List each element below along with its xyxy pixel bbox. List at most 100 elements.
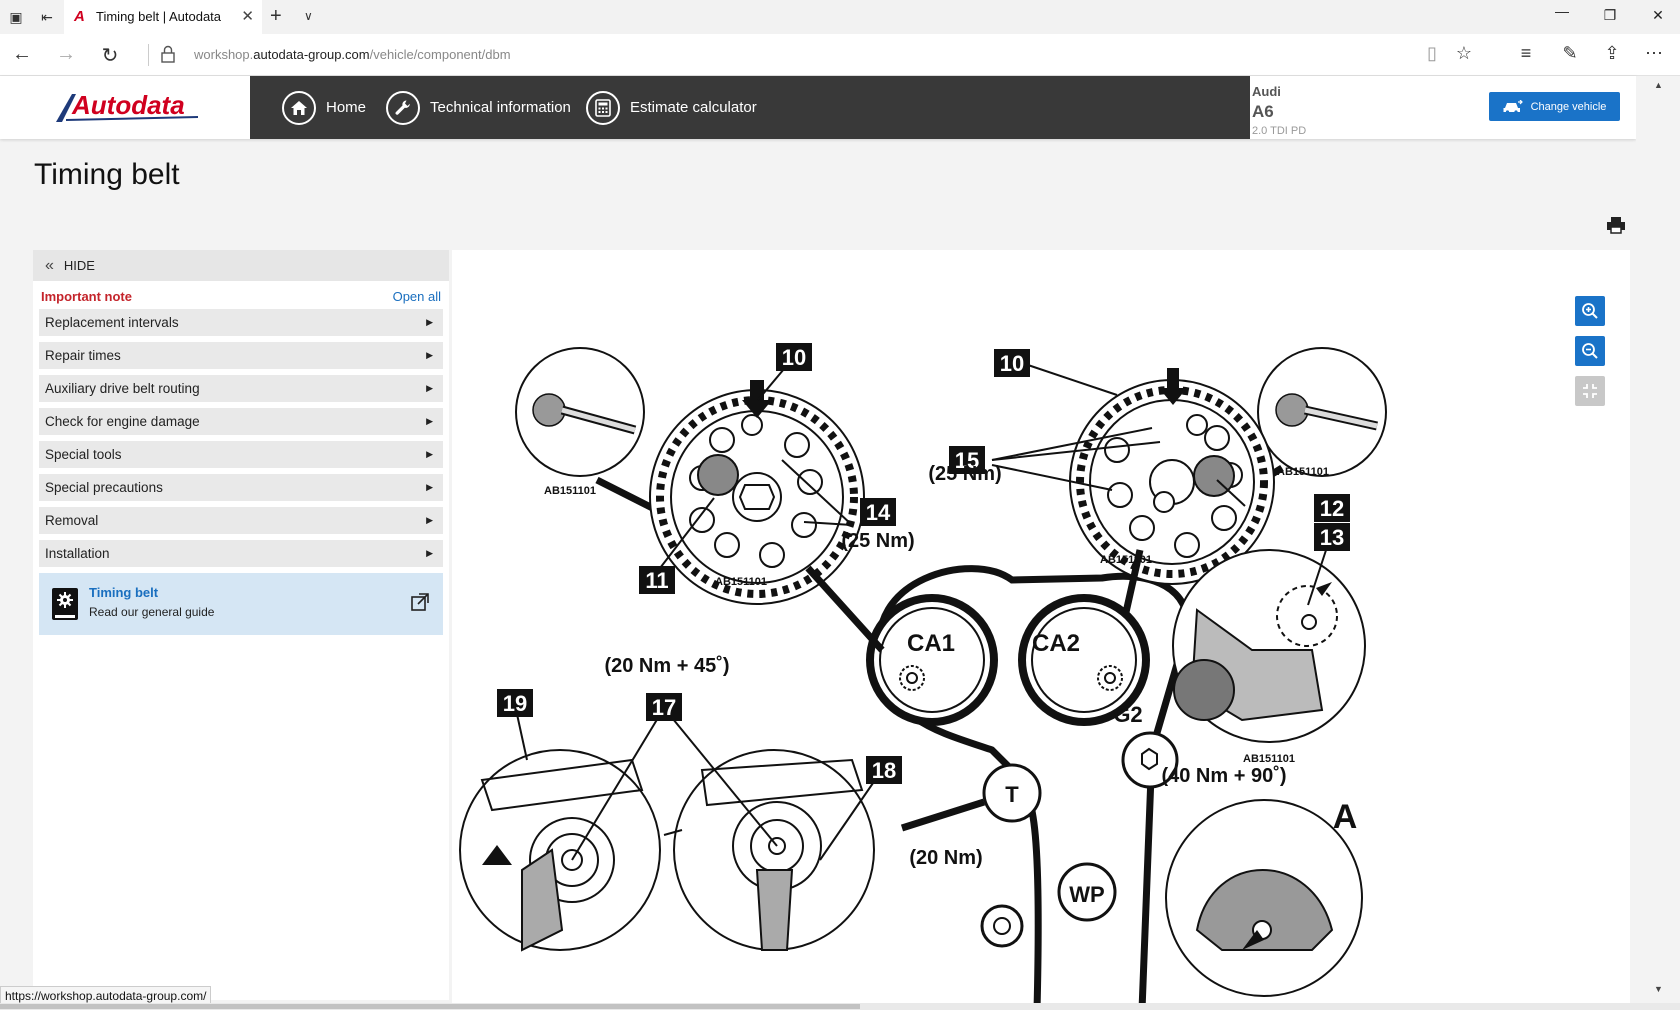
vertical-scrollbar[interactable]: ▲ ▼ — [1636, 76, 1680, 1003]
callout-15: 15 — [949, 446, 985, 474]
caret-right-icon: ▶ — [426, 548, 433, 558]
accordion-removal[interactable]: Removal▶ — [39, 507, 443, 534]
car-swap-icon — [1503, 99, 1523, 114]
scroll-down-icon[interactable]: ▼ — [1654, 984, 1663, 994]
close-tab-icon[interactable]: ✕ — [241, 8, 254, 25]
change-vehicle-label: Change vehicle — [1530, 100, 1607, 113]
more-icon[interactable]: ⋯ — [1645, 43, 1663, 63]
browser-tab-bar: ▣ ⇤ A Timing belt | Autodata ✕ + ∨ — ❐ ✕ — [0, 0, 1680, 34]
tab-list-chevron-icon[interactable]: ∨ — [304, 9, 313, 23]
accordion-special-precautions[interactable]: Special precautions▶ — [39, 474, 443, 501]
camshaft-sprocket-left — [649, 389, 865, 605]
label-t: T — [1005, 782, 1019, 807]
callout-13: 13 — [1314, 523, 1350, 551]
pulley-ca2 — [1018, 594, 1150, 726]
nav-technical-information-label: Technical information — [430, 99, 571, 116]
change-vehicle-button[interactable]: Change vehicle — [1489, 92, 1620, 121]
vehicle-model: A6 — [1252, 102, 1274, 121]
tab-manager-icon[interactable]: ▣ — [9, 9, 23, 25]
torque-label-17: (20 Nm + 45˚) — [604, 654, 729, 677]
torque-label-20nm: (20 Nm) — [909, 847, 982, 869]
callout-17: 17 — [646, 693, 682, 721]
detail-13 — [1172, 549, 1366, 743]
svg-text:17: 17 — [652, 695, 676, 720]
vehicle-engine: 2.0 TDI PD — [1252, 125, 1307, 137]
wrench-icon — [386, 90, 420, 125]
favorite-star-icon[interactable]: ☆ — [1455, 43, 1473, 63]
fit-screen-icon — [1583, 384, 1597, 398]
browser-tab-active[interactable]: A Timing belt | Autodata ✕ — [64, 0, 262, 34]
hide-sidebar-button[interactable]: « HIDE — [33, 250, 449, 281]
tool-code-detail-13: AB151101 — [1243, 753, 1295, 765]
tool-code-left: AB151101 — [544, 485, 596, 497]
calculator-icon — [586, 90, 620, 125]
important-note-link[interactable]: Important note — [41, 288, 132, 304]
open-all-link[interactable]: Open all — [392, 288, 441, 304]
new-tab-icon[interactable]: + — [270, 5, 282, 27]
accordion-replacement-intervals[interactable]: Replacement intervals▶ — [39, 309, 443, 336]
caret-right-icon: ▶ — [426, 317, 433, 327]
web-note-icon[interactable]: ✎ — [1562, 43, 1578, 63]
svg-text:13: 13 — [1320, 525, 1344, 550]
nav-technical-information[interactable]: Technical information — [386, 76, 571, 139]
callout-19: 19 — [497, 689, 533, 717]
accordion-auxiliary-drive-belt-routing[interactable]: Auxiliary drive belt routing▶ — [39, 375, 443, 402]
print-icon[interactable] — [1606, 216, 1626, 234]
minimize-icon[interactable]: — — [1555, 3, 1569, 19]
general-guide-card[interactable]: Timing belt Read our general guide — [39, 573, 443, 635]
callout-10-right: 10 — [994, 349, 1030, 377]
accordion-special-tools[interactable]: Special tools▶ — [39, 441, 443, 468]
pulley-ca1 — [866, 594, 998, 726]
accordion-check-for-engine-damage[interactable]: Check for engine damage▶ — [39, 408, 443, 435]
close-window-icon[interactable]: ✕ — [1652, 7, 1664, 23]
svg-text:11: 11 — [645, 568, 668, 593]
lock-icon — [161, 45, 175, 63]
callout-12: 12 — [1314, 494, 1350, 522]
back-icon[interactable]: ← — [12, 43, 32, 65]
tool-code-right: AB151101 — [1277, 466, 1329, 478]
nav-home[interactable]: Home — [282, 76, 366, 139]
label-ca1: CA1 — [907, 630, 955, 657]
svg-text:10: 10 — [1000, 351, 1024, 376]
url-field[interactable]: workshop.autodata-group.com/vehicle/comp… — [194, 47, 511, 62]
tab-title: Timing belt | Autodata — [96, 9, 222, 24]
horizontal-scrollbar[interactable] — [0, 1003, 1680, 1010]
external-link-icon[interactable] — [411, 593, 429, 611]
accordion-installation[interactable]: Installation▶ — [39, 540, 443, 567]
accordion-repair-times[interactable]: Repair times▶ — [39, 342, 443, 369]
guide-book-icon — [52, 588, 78, 620]
caret-right-icon: ▶ — [426, 383, 433, 393]
zoom-in-button[interactable] — [1575, 296, 1605, 326]
autodata-logo[interactable]: Autodata — [52, 88, 202, 124]
reset-zoom-button[interactable] — [1575, 376, 1605, 406]
page-title: Timing belt — [34, 158, 180, 191]
water-pump-wp — [1057, 862, 1117, 922]
sidebar: « HIDE Important note Open all Replaceme… — [33, 250, 449, 1000]
svg-text:19: 19 — [503, 691, 527, 716]
zoom-out-button[interactable] — [1575, 336, 1605, 366]
home-icon — [282, 90, 316, 125]
reading-view-icon[interactable]: ▯ — [1427, 43, 1437, 63]
caret-right-icon: ▶ — [426, 449, 433, 459]
set-aside-tabs-icon[interactable]: ⇤ — [41, 9, 53, 25]
nav-estimate-calculator[interactable]: Estimate calculator — [586, 76, 757, 139]
vehicle-info: Audi A6 2.0 TDI PD — [1252, 84, 1306, 137]
nav-estimate-calculator-label: Estimate calculator — [630, 99, 757, 116]
tool-code-sprocket-right: AB151101 — [1100, 554, 1152, 566]
forward-icon[interactable]: → — [56, 43, 76, 65]
label-g2: G2 — [1113, 702, 1142, 727]
share-icon[interactable]: ⇪ — [1604, 43, 1620, 63]
label-a: A — [1333, 798, 1358, 836]
svg-text:10: 10 — [782, 345, 806, 370]
hide-label: HIDE — [63, 258, 95, 273]
refresh-icon[interactable]: ↻ — [101, 45, 119, 67]
hub-icon[interactable]: ≡ — [1520, 43, 1532, 63]
scroll-up-icon[interactable]: ▲ — [1654, 80, 1663, 90]
restore-icon[interactable]: ❐ — [1603, 7, 1617, 23]
torque-label-14: (25 Nm) — [841, 530, 914, 552]
label-ca2: CA2 — [1032, 630, 1080, 657]
guide-title: Timing belt — [89, 585, 159, 600]
callout-18: 18 — [866, 756, 902, 784]
